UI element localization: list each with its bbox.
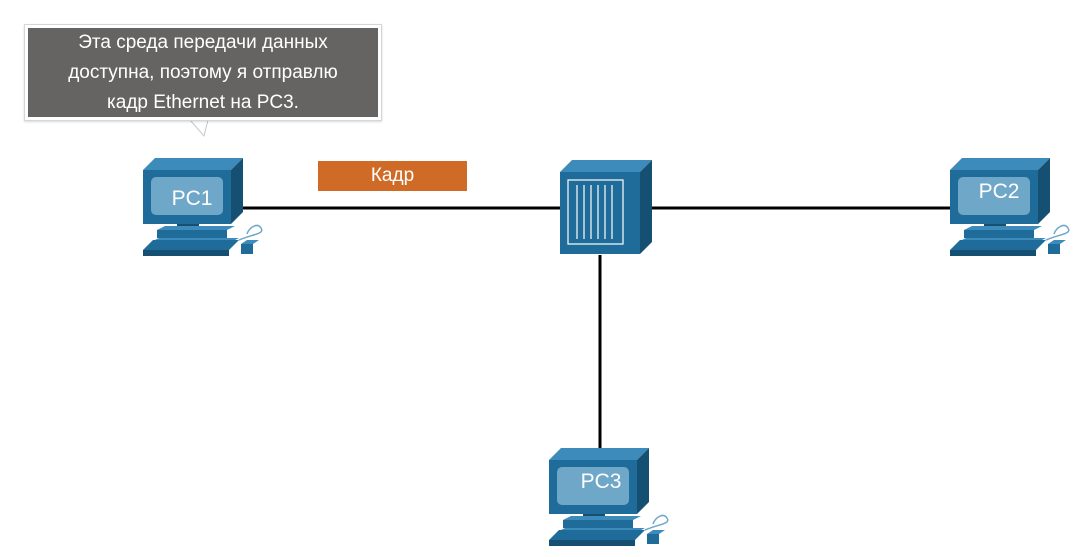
pc3-label: PC3 (580, 470, 622, 493)
bubble-line-2: доступна, поэтому я отправлю (68, 61, 338, 83)
speech-bubble-text: Эта среда передачи данных доступна, поэт… (28, 28, 378, 117)
pc2-label: PC2 (978, 180, 1020, 203)
bubble-line-1: Эта среда передачи данных (78, 31, 328, 53)
frame-label: Кадр (370, 165, 415, 186)
ethernet-frame: Кадр (318, 161, 467, 191)
switch-icon (560, 160, 652, 254)
speech-bubble: Эта среда передачи данных доступна, поэт… (24, 24, 382, 121)
bubble-line-3: кадр Ethernet на PC3. (107, 91, 299, 113)
pc1-label: PC1 (171, 187, 213, 210)
bubble-tail (188, 119, 209, 138)
